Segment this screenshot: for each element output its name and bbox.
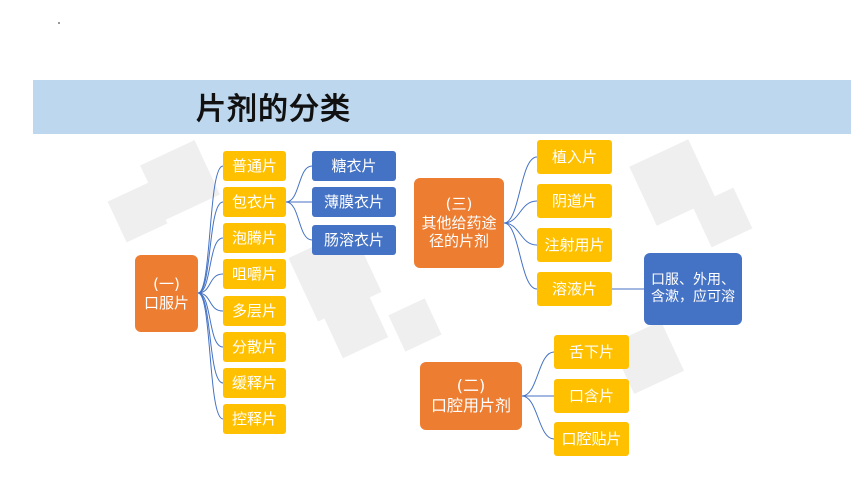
item-vaginal-tablet: 阴道片 xyxy=(537,184,612,218)
item-sublingual-tablet: 舌下片 xyxy=(554,335,629,369)
group-number: (一) xyxy=(153,274,180,293)
group-other-routes: (三) 其他给药途 径的片剂 xyxy=(414,178,504,268)
item-buccal-patch-tablet: 口腔贴片 xyxy=(554,422,629,456)
item-controlled-release-tablet: 控释片 xyxy=(223,404,286,434)
item-coated-tablet: 包衣片 xyxy=(223,187,286,217)
group-number: (二) xyxy=(456,376,486,395)
item-implant-tablet: 植入片 xyxy=(537,140,612,174)
item-injection-tablet: 注射用片 xyxy=(537,228,612,262)
group-label: 口腔用片剂 xyxy=(430,396,511,415)
group-buccal-tablets: (二) 口腔用片剂 xyxy=(420,362,522,430)
note-line2: 含漱，应可溶 xyxy=(651,289,735,305)
page-title: 片剂的分类 xyxy=(196,92,351,127)
group-oral-tablets: (一) 口服片 xyxy=(135,255,198,332)
item-chewable-tablet: 咀嚼片 xyxy=(223,259,286,289)
group-label: 口服片 xyxy=(143,293,189,312)
group-label-line1: 其他给药途 xyxy=(421,213,497,232)
item-film-coated: 薄膜衣片 xyxy=(312,187,396,217)
group-label-line2: 径的片剂 xyxy=(428,232,489,251)
item-ordinary-tablet: 普通片 xyxy=(223,151,286,181)
solution-tablet-note: 口服、外用、 含漱，应可溶 xyxy=(644,253,742,325)
group-number: (三) xyxy=(445,194,473,213)
item-sugar-coated: 糖衣片 xyxy=(312,151,396,181)
note-line1: 口服、外用、 xyxy=(651,271,735,288)
item-solution-tablet: 溶液片 xyxy=(537,272,612,306)
item-lozenge-tablet: 口含片 xyxy=(554,379,629,413)
item-sustained-release-tablet: 缓释片 xyxy=(223,368,286,398)
item-effervescent-tablet: 泡腾片 xyxy=(223,223,286,253)
item-dispersible-tablet: 分散片 xyxy=(223,332,286,362)
item-multilayer-tablet: 多层片 xyxy=(223,296,286,326)
title-bar xyxy=(33,80,851,134)
corner-dot xyxy=(58,22,60,24)
item-enteric-coated: 肠溶衣片 xyxy=(312,225,396,255)
